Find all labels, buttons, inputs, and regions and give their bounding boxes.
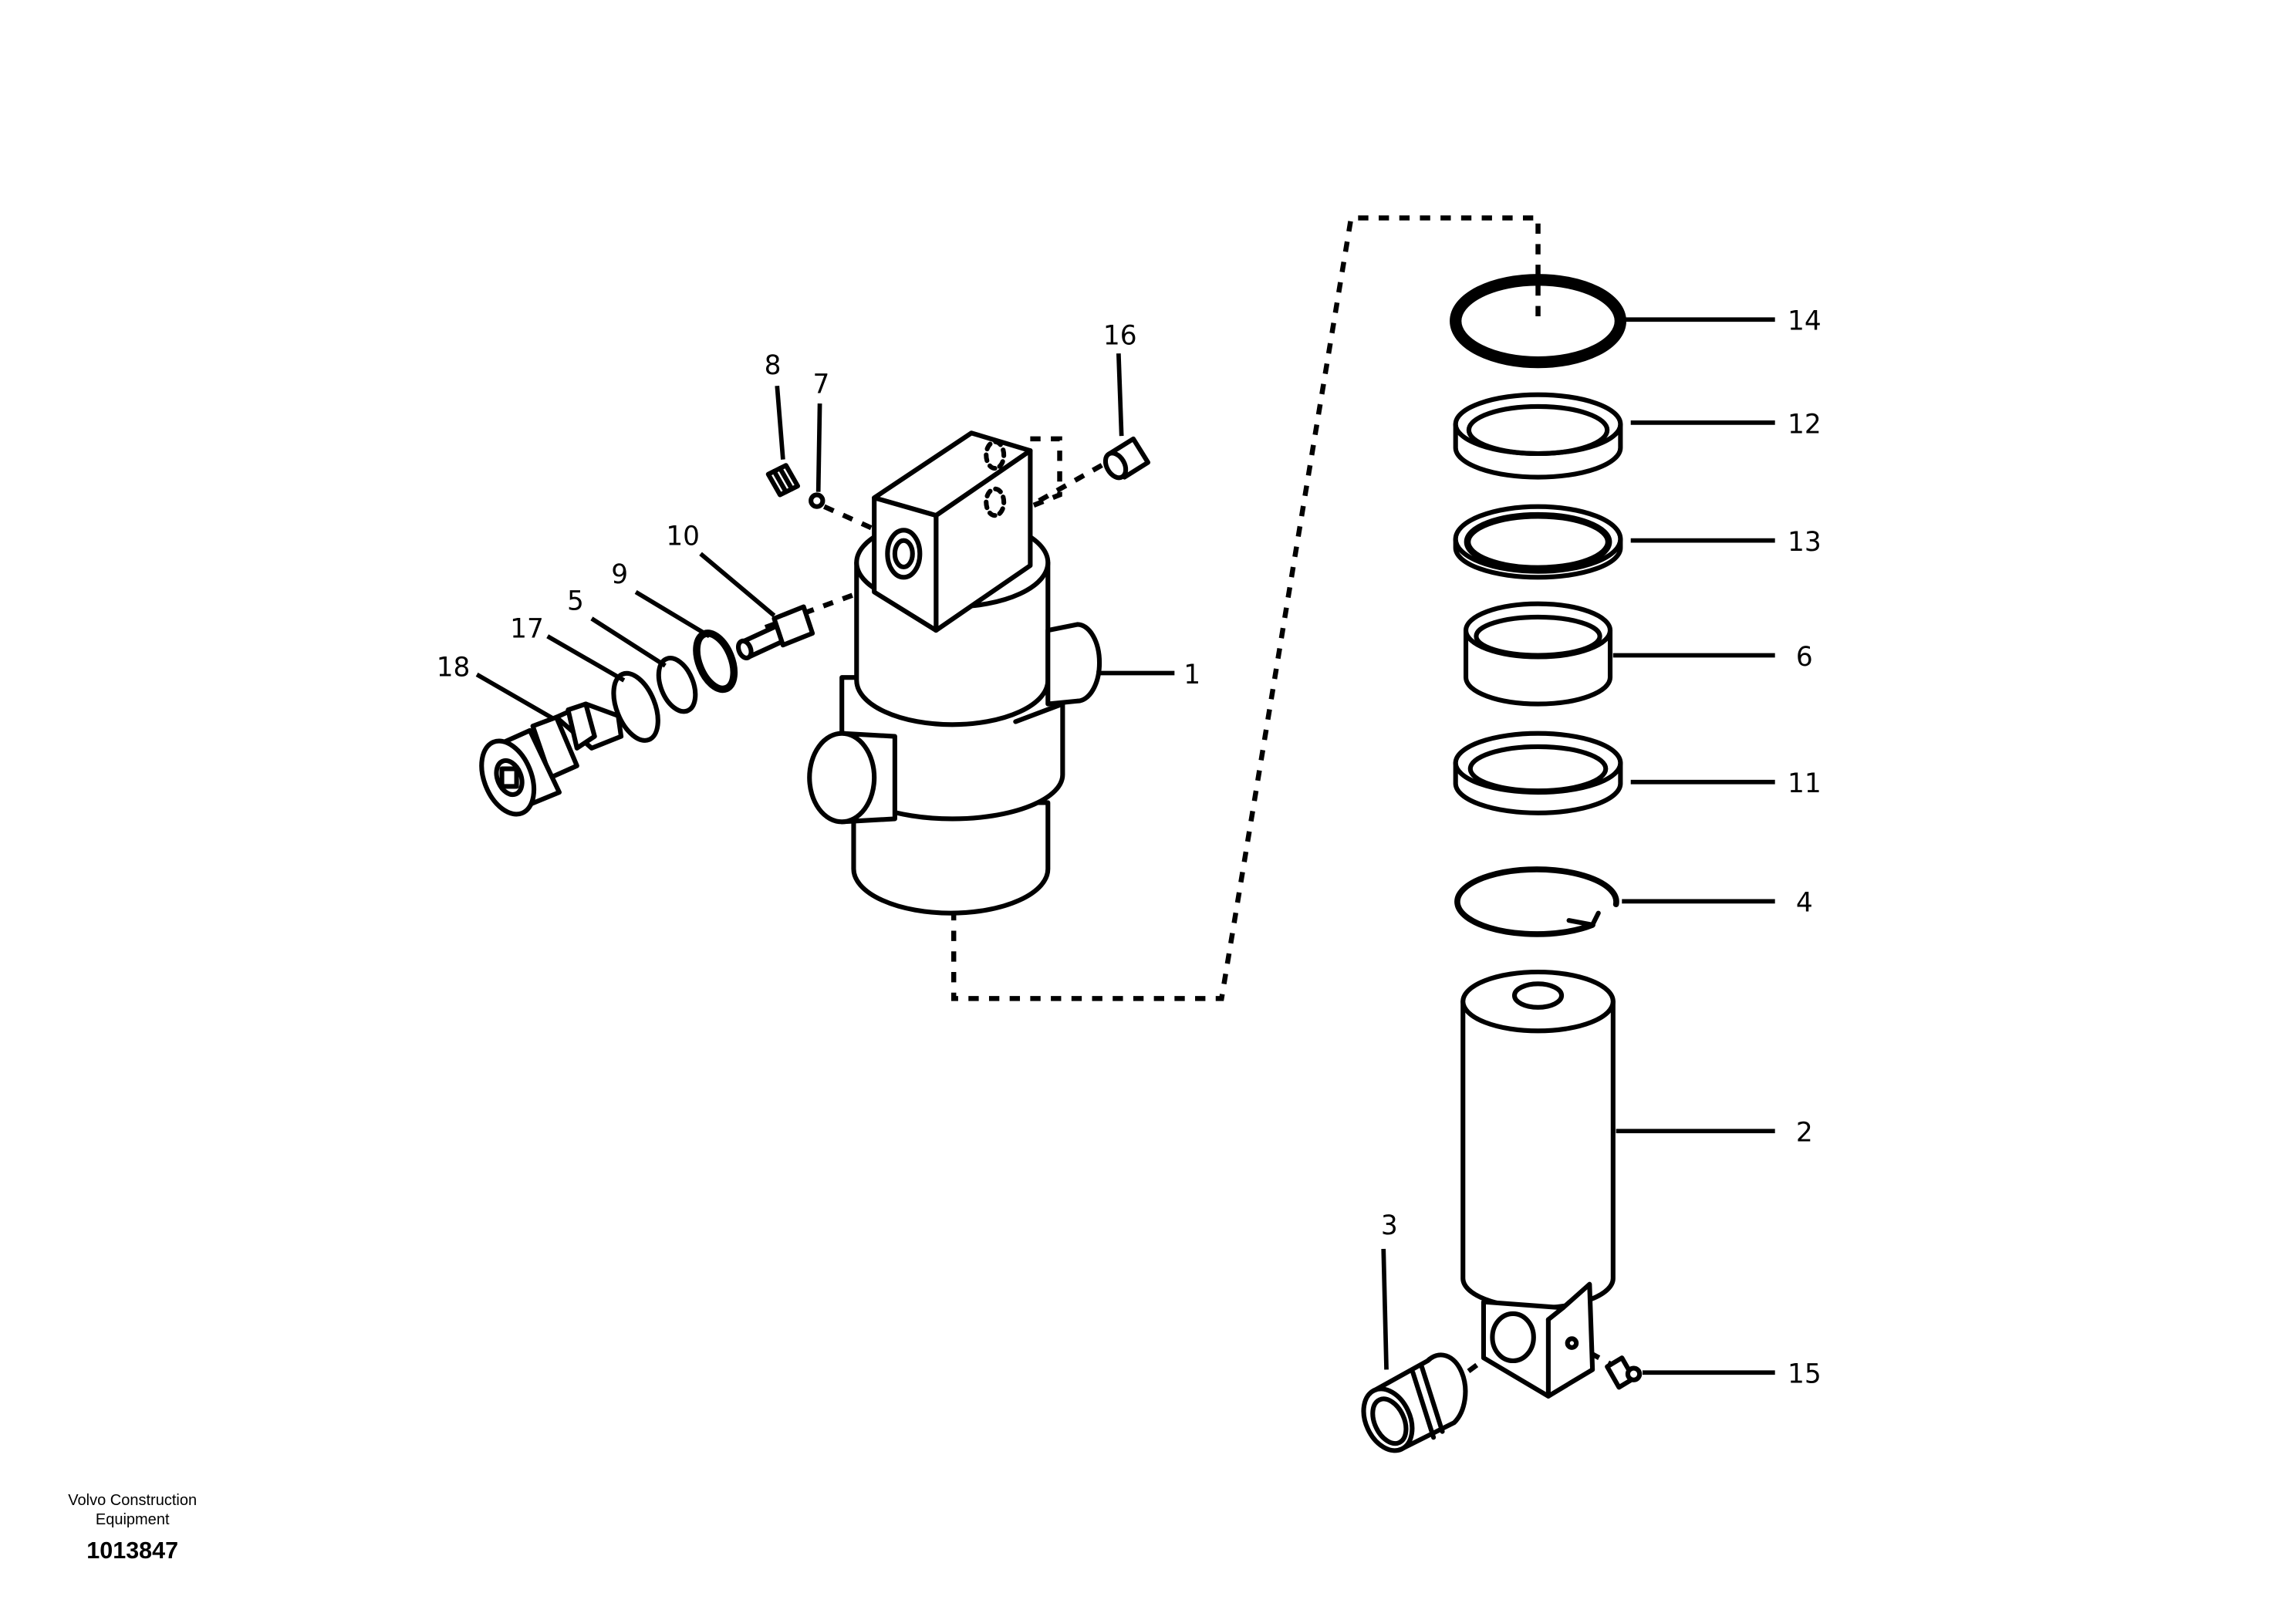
part-8-set-screw <box>765 463 801 498</box>
company-name-line1: Volvo Construction <box>68 1492 197 1509</box>
callout-4: 4 <box>1796 888 1813 919</box>
part-10-valve-stem <box>735 604 815 660</box>
part-5-o-ring <box>656 656 698 714</box>
callout-8: 8 <box>765 350 782 381</box>
part-13-seal <box>1453 504 1623 580</box>
callout-5: 5 <box>567 586 584 616</box>
part-9-o-ring <box>693 629 738 694</box>
part-17-o-ring <box>611 670 660 743</box>
callout-15: 15 <box>1788 1359 1822 1390</box>
callout-7: 7 <box>813 370 830 400</box>
callout-2: 2 <box>1796 1118 1813 1149</box>
callout-labels: 1 2 3 4 5 6 7 8 9 10 11 12 13 14 15 16 1… <box>437 306 1822 1390</box>
part-3-bushing <box>1361 1352 1468 1453</box>
callout-10: 10 <box>666 521 700 552</box>
document-number: 1013847 <box>86 1537 178 1564</box>
part-1-valve-body <box>807 430 1102 916</box>
callout-11: 11 <box>1788 768 1822 799</box>
callout-3: 3 <box>1381 1210 1398 1241</box>
callout-18: 18 <box>437 652 471 683</box>
part-7-ball <box>809 492 826 509</box>
part-15-grease-nipple <box>1605 1355 1643 1390</box>
callout-16: 16 <box>1103 321 1137 352</box>
part-14-o-ring <box>1450 274 1626 369</box>
callout-6: 6 <box>1796 642 1813 673</box>
part-2-piston-rod <box>1460 969 1616 1399</box>
footer: Volvo Construction Equipment 1013847 <box>68 1492 197 1564</box>
callout-13: 13 <box>1788 527 1822 558</box>
part-16-plug <box>1102 436 1151 481</box>
leader-lines <box>475 317 1775 1375</box>
callout-17: 17 <box>510 614 544 645</box>
callout-14: 14 <box>1788 306 1822 337</box>
callout-1: 1 <box>1183 660 1200 690</box>
company-name-line2: Equipment <box>96 1511 170 1528</box>
part-4-snap-ring <box>1454 866 1619 937</box>
callout-12: 12 <box>1788 409 1822 440</box>
callout-9: 9 <box>611 559 628 590</box>
part-6-bushing <box>1464 601 1613 707</box>
part-12-ring <box>1453 392 1623 480</box>
part-18-plug <box>479 701 624 817</box>
part-11-ring <box>1453 731 1623 815</box>
